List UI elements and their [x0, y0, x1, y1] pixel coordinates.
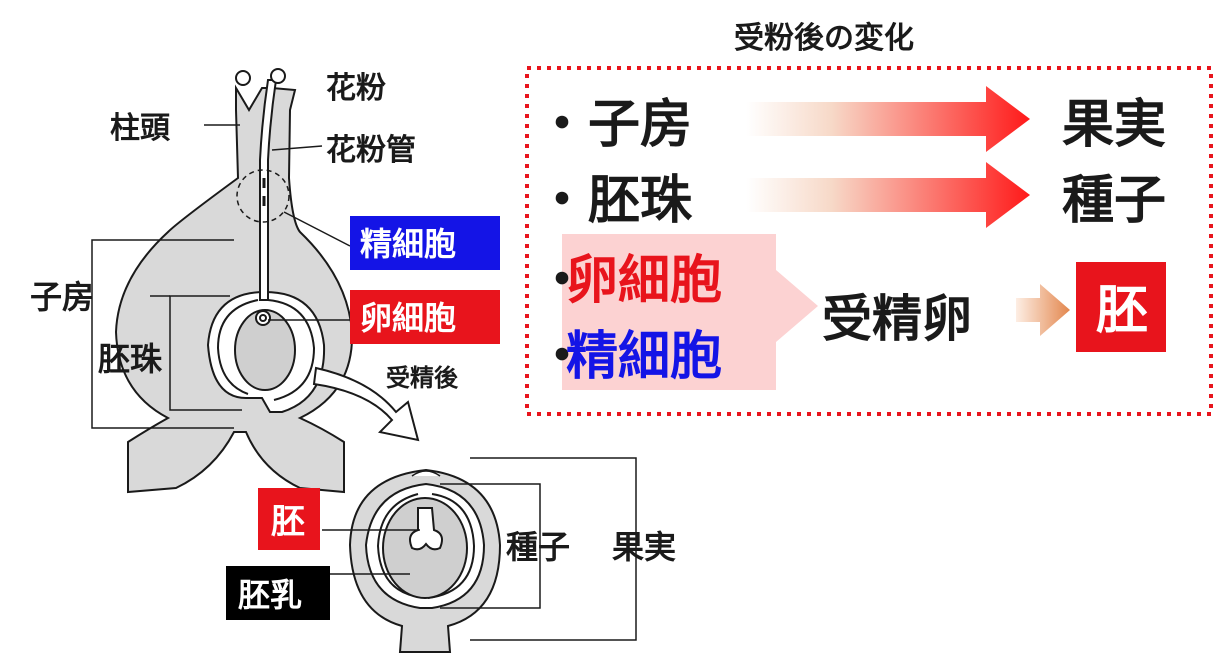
pistil-diagram	[114, 68, 354, 494]
embryo-sac	[234, 309, 296, 391]
label-ovary: 子房	[30, 278, 94, 316]
summary-fruit: 果実	[1062, 95, 1166, 155]
summary-ovary: ・子房	[536, 95, 692, 155]
pollen-grain-2	[270, 68, 286, 84]
seed-inner-line	[427, 493, 476, 599]
fusion-pink-arrow	[562, 234, 818, 390]
summary-bullet-3: ・	[536, 251, 588, 311]
leader-lines-top	[91, 124, 351, 429]
after-fertilization-arrow	[312, 366, 420, 442]
sperm-label-box	[350, 216, 500, 270]
label-endosperm: 胚乳	[238, 576, 302, 614]
label-pollen-tube: 花粉管	[326, 133, 416, 168]
highlight-circle	[236, 169, 290, 223]
arrow-ovary-to-fruit	[746, 86, 1030, 152]
label-sperm-cell: 精細胞	[360, 225, 456, 263]
fruit-diagram	[348, 468, 502, 653]
summary-bullet-4: ・	[536, 327, 588, 387]
egg-label-box	[350, 290, 500, 344]
label-embryo: 胚	[271, 502, 305, 542]
arrow-ovule-to-seed	[746, 162, 1030, 228]
label-ovule: 胚珠	[98, 340, 163, 378]
summary-fertilized-egg: 受精卵	[822, 290, 972, 348]
summary-sperm-cell: 精細胞	[566, 327, 722, 387]
embryo	[409, 507, 443, 551]
label-fruit: 果実	[612, 528, 676, 566]
ovule-integument-2	[216, 299, 259, 395]
summary-egg-cell: 卵細胞	[566, 251, 722, 311]
pistil-style	[114, 84, 354, 494]
label-stigma: 柱頭	[110, 111, 171, 146]
seed-inner-line-2	[376, 493, 419, 597]
leader-lines-bottom	[322, 457, 637, 641]
label-pollen: 花粉	[326, 71, 386, 106]
summary-seed: 種子	[1062, 171, 1166, 231]
fruit-tip	[411, 470, 441, 477]
endosperm-label-box	[226, 566, 330, 620]
arrow-zygote-to-embryo	[1016, 284, 1070, 336]
label-egg-cell: 卵細胞	[360, 299, 456, 337]
embryo-label-box	[258, 488, 320, 550]
summary-embryo: 胚	[1096, 281, 1148, 341]
label-after-fertilization: 受精後	[386, 364, 459, 392]
label-seed: 種子	[506, 528, 570, 566]
summary-ovule: ・胚珠	[536, 171, 693, 231]
summary-title: 受粉後の変化	[734, 21, 914, 56]
summary-embryo-box	[1076, 262, 1166, 352]
pollen-tube	[259, 79, 278, 301]
ovule-integument	[267, 299, 316, 401]
pollen-grain-1	[235, 70, 251, 86]
summary-dashed-box	[525, 66, 1213, 416]
egg-nucleus	[259, 314, 267, 322]
endosperm	[382, 497, 468, 599]
